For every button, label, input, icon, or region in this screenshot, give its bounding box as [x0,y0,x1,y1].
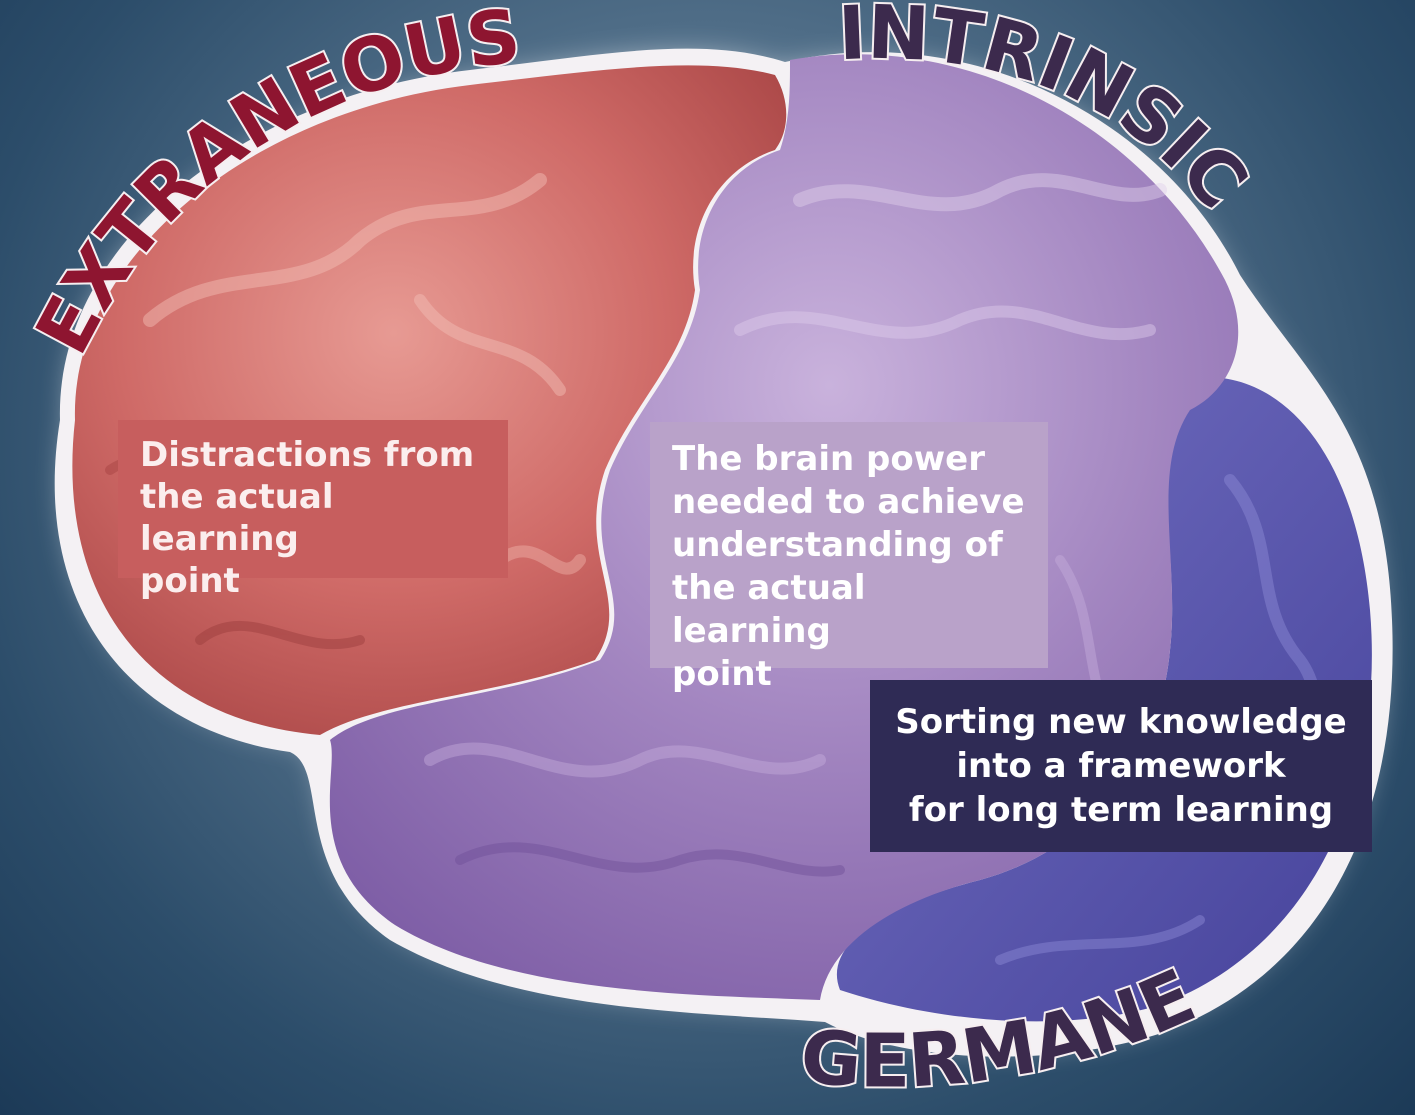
extraneous-line: the actual learning [140,476,486,560]
germane-line: into a framework [886,744,1356,788]
intrinsic-line: the actual learning [672,567,1026,653]
extraneous-line: point [140,560,486,602]
intrinsic-line: understanding of [672,524,1026,567]
intrinsic-line: needed to achieve [672,481,1026,524]
germane-line: Sorting new knowledge [886,700,1356,744]
intrinsic-line: The brain power [672,438,1026,481]
extraneous-line: Distractions from [140,434,486,476]
extraneous-description: Distractions from the actual learning po… [118,420,508,578]
germane-line: for long term learning [886,788,1356,832]
intrinsic-description: The brain power needed to achieve unders… [650,422,1048,668]
germane-description: Sorting new knowledge into a framework f… [870,680,1372,852]
